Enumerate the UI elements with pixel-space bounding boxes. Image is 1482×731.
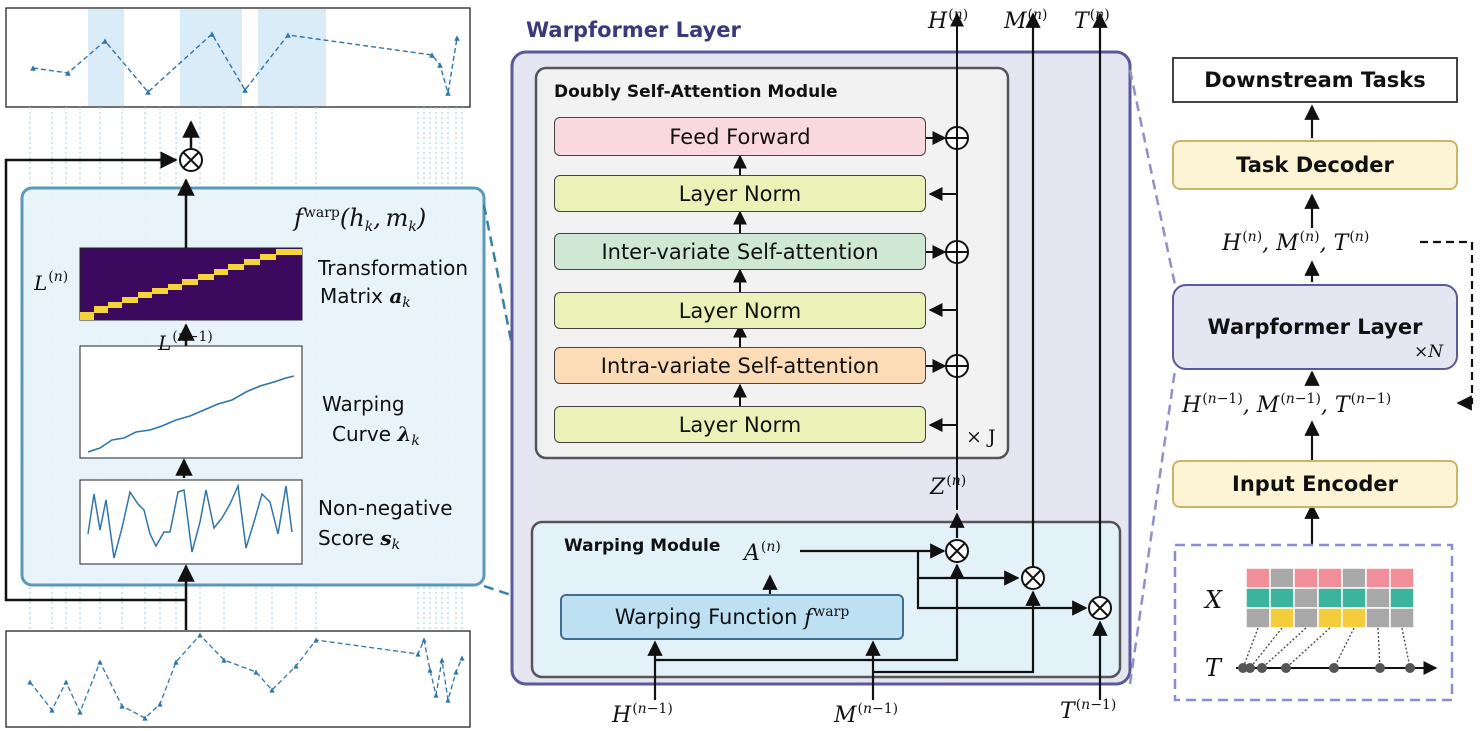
l-n-label: L(n) [34,269,69,295]
warpformer-layer-box: Warpformer Layer [1172,284,1458,370]
input-grid [1245,567,1415,629]
score-plot [79,479,303,565]
inter-variate-attention-box: Inter-variate Self-attention [554,233,926,270]
transformation-matrix-heatmap [79,247,303,321]
x-label: X [1205,586,1223,614]
input-encoder-box: Input Encoder [1172,460,1458,508]
t-label: T [1205,654,1222,682]
m-n-1-input-label: M(n−1) [834,701,899,728]
h-n-output-label: H(n) [928,7,969,34]
warping-curve-label-1: Warping [322,392,405,416]
warping-curve-plot [79,345,303,459]
warpformer-title: Warpformer Layer [526,18,741,42]
layer-norm-box-3: Layer Norm [554,406,926,443]
top-series-plot [5,7,471,108]
score-label-1: Non-negative [318,496,453,520]
timestamp-dots [1238,663,1415,673]
fwarp-label: fwarp(hk, mk) [294,204,427,235]
output-hmt-label: H(n), M(n), T(n) [1222,229,1370,256]
z-n-label: Z(n) [930,473,967,500]
transformation-label-1: Transformation [318,256,469,280]
dsa-title: Doubly Self-Attention Module [554,82,838,102]
downstream-tasks-box: Downstream Tasks [1172,57,1458,103]
feed-forward-box: Feed Forward [554,117,926,156]
m-n-output-label: M(n) [1004,7,1048,34]
layer-repeat-label: ×N [1414,342,1444,362]
t-n-output-label: T(n) [1074,7,1110,34]
l-n-1-label: L(n−1) [158,329,213,355]
a-n-label: A(n) [744,539,781,566]
warping-function-box: Warping Function fwarp [560,594,904,640]
intra-variate-attention-box: Intra-variate Self-attention [554,347,926,384]
h-n-1-input-label: H(n−1) [612,701,673,728]
layer-norm-box-1: Layer Norm [554,175,926,212]
t-n-1-input-label: T(n−1) [1060,697,1117,724]
layer-norm-box-2: Layer Norm [554,292,926,329]
transformation-label-2: Matrix ak [320,284,411,311]
score-label-2: Score sk [318,526,401,553]
input-hmt-label: H(n−1), M(n−1), T(n−1) [1182,391,1392,418]
bottom-series-plot [5,630,471,728]
warping-curve-label-2: Curve λk [332,422,420,449]
warping-module-title: Warping Module [564,536,721,556]
task-decoder-box: Task Decoder [1172,140,1458,190]
dsa-repeat-label: × J [966,426,996,448]
